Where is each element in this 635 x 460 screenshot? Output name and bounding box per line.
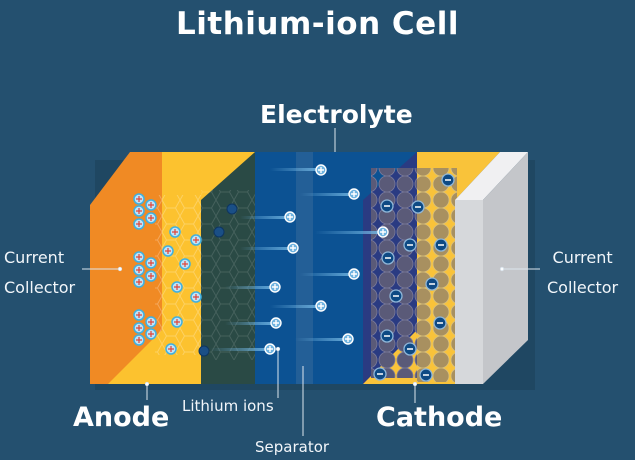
anode-plus-signs — [136, 196, 199, 352]
lithium-ions-label: Lithium ions — [182, 397, 274, 415]
separator — [296, 152, 313, 384]
cathode-particles — [417, 168, 457, 382]
cathode-negative-ions — [373, 173, 455, 382]
cathode-minus-signs — [377, 179, 451, 376]
cathode-collector-top — [455, 152, 528, 200]
electrolyte-label: Electrolyte — [260, 100, 413, 129]
cathode-collector-side — [483, 152, 528, 384]
anode-collector-label: Current Collector — [4, 248, 76, 297]
diagram-title: Lithium-ion Cell — [176, 6, 459, 42]
separator-label: Separator — [255, 438, 330, 456]
positive-ion-icons — [264, 164, 389, 355]
lithium-ion-trails — [210, 168, 381, 351]
cathode-collector-label: Current Collector — [547, 248, 619, 297]
cathode-collector-front — [455, 200, 483, 384]
anode-dark-ions — [198, 203, 238, 357]
cathode-label: Cathode — [376, 402, 503, 433]
leader-lines — [82, 128, 540, 436]
anode-label: Anode — [73, 402, 170, 433]
